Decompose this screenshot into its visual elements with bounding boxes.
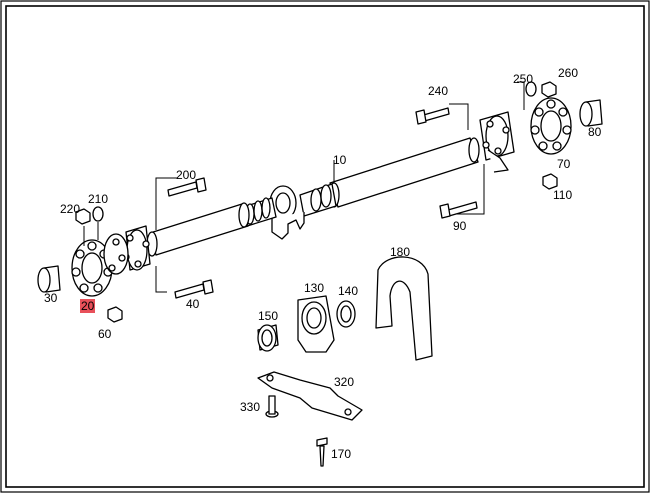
callout-140[interactable]: 140 <box>338 284 359 298</box>
callout-260[interactable]: 260 <box>558 66 579 80</box>
callout-220[interactable]: 220 <box>60 202 81 216</box>
bolt-part-240[interactable] <box>415 107 450 125</box>
callout-20[interactable]: 20 <box>80 299 96 313</box>
callout-10[interactable]: 10 <box>333 153 347 167</box>
nut-part-110[interactable] <box>542 173 558 190</box>
callout-210[interactable]: 210 <box>88 192 109 206</box>
callout-130[interactable]: 130 <box>304 281 325 295</box>
callout-90[interactable]: 90 <box>453 219 467 233</box>
flexible-coupling-part-70[interactable] <box>530 97 572 155</box>
callout-200[interactable]: 200 <box>176 168 197 182</box>
callout-320[interactable]: 320 <box>334 375 355 389</box>
bolt-part-200[interactable] <box>167 177 207 197</box>
nut-part-60[interactable] <box>107 306 123 323</box>
callout-180[interactable]: 180 <box>390 245 411 259</box>
nut-part-260[interactable] <box>541 81 557 98</box>
callout-70[interactable]: 70 <box>557 157 571 171</box>
heat-shield-part-180[interactable] <box>375 256 433 361</box>
callout-110[interactable]: 110 <box>553 188 573 202</box>
seal-ring-part-140[interactable] <box>336 300 356 328</box>
bushing-part-80[interactable] <box>579 99 603 127</box>
callout-330[interactable]: 330 <box>240 400 261 414</box>
callout-60[interactable]: 60 <box>98 327 112 341</box>
screw-part-170[interactable] <box>316 437 328 467</box>
callout-40[interactable]: 40 <box>186 297 200 311</box>
callout-150[interactable]: 150 <box>258 309 279 323</box>
callout-240[interactable]: 240 <box>428 84 449 98</box>
flexible-coupling-part-20[interactable] <box>71 233 129 297</box>
mounting-bracket-part-320[interactable] <box>257 371 363 421</box>
bushing-part-30[interactable] <box>37 265 61 293</box>
screw-part-330[interactable] <box>265 395 279 418</box>
nut-part-220[interactable] <box>75 208 91 225</box>
washer-part-250[interactable] <box>525 81 537 97</box>
bolt-part-40[interactable] <box>174 279 214 299</box>
callout-250[interactable]: 250 <box>513 72 534 86</box>
propeller-shaft-part-10[interactable] <box>122 111 515 271</box>
washer-part-210[interactable] <box>92 206 104 222</box>
bolt-part-90[interactable] <box>439 201 478 219</box>
callout-80[interactable]: 80 <box>588 125 602 139</box>
center-bearing-part-130[interactable] <box>297 295 335 353</box>
bearing-part-150[interactable] <box>257 324 279 352</box>
callout-170[interactable]: 170 <box>331 447 352 461</box>
callout-30[interactable]: 30 <box>44 291 58 305</box>
